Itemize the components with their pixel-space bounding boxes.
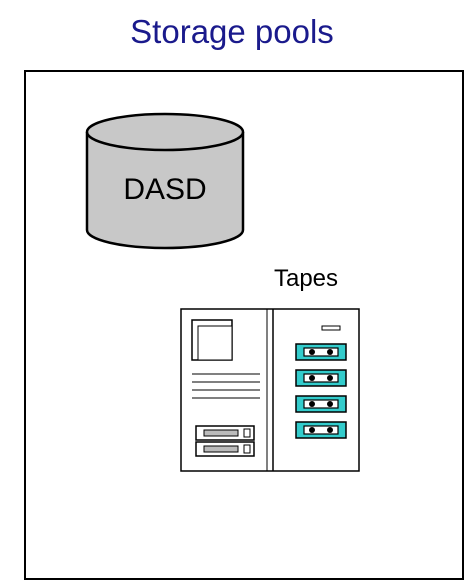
diagram-title: Storage pools <box>130 13 334 50</box>
dasd-cylinder-icon <box>85 112 245 250</box>
tapes-label: Tapes <box>273 265 339 292</box>
tape-library-icon <box>180 308 360 472</box>
dasd-label: DASD <box>123 173 207 206</box>
